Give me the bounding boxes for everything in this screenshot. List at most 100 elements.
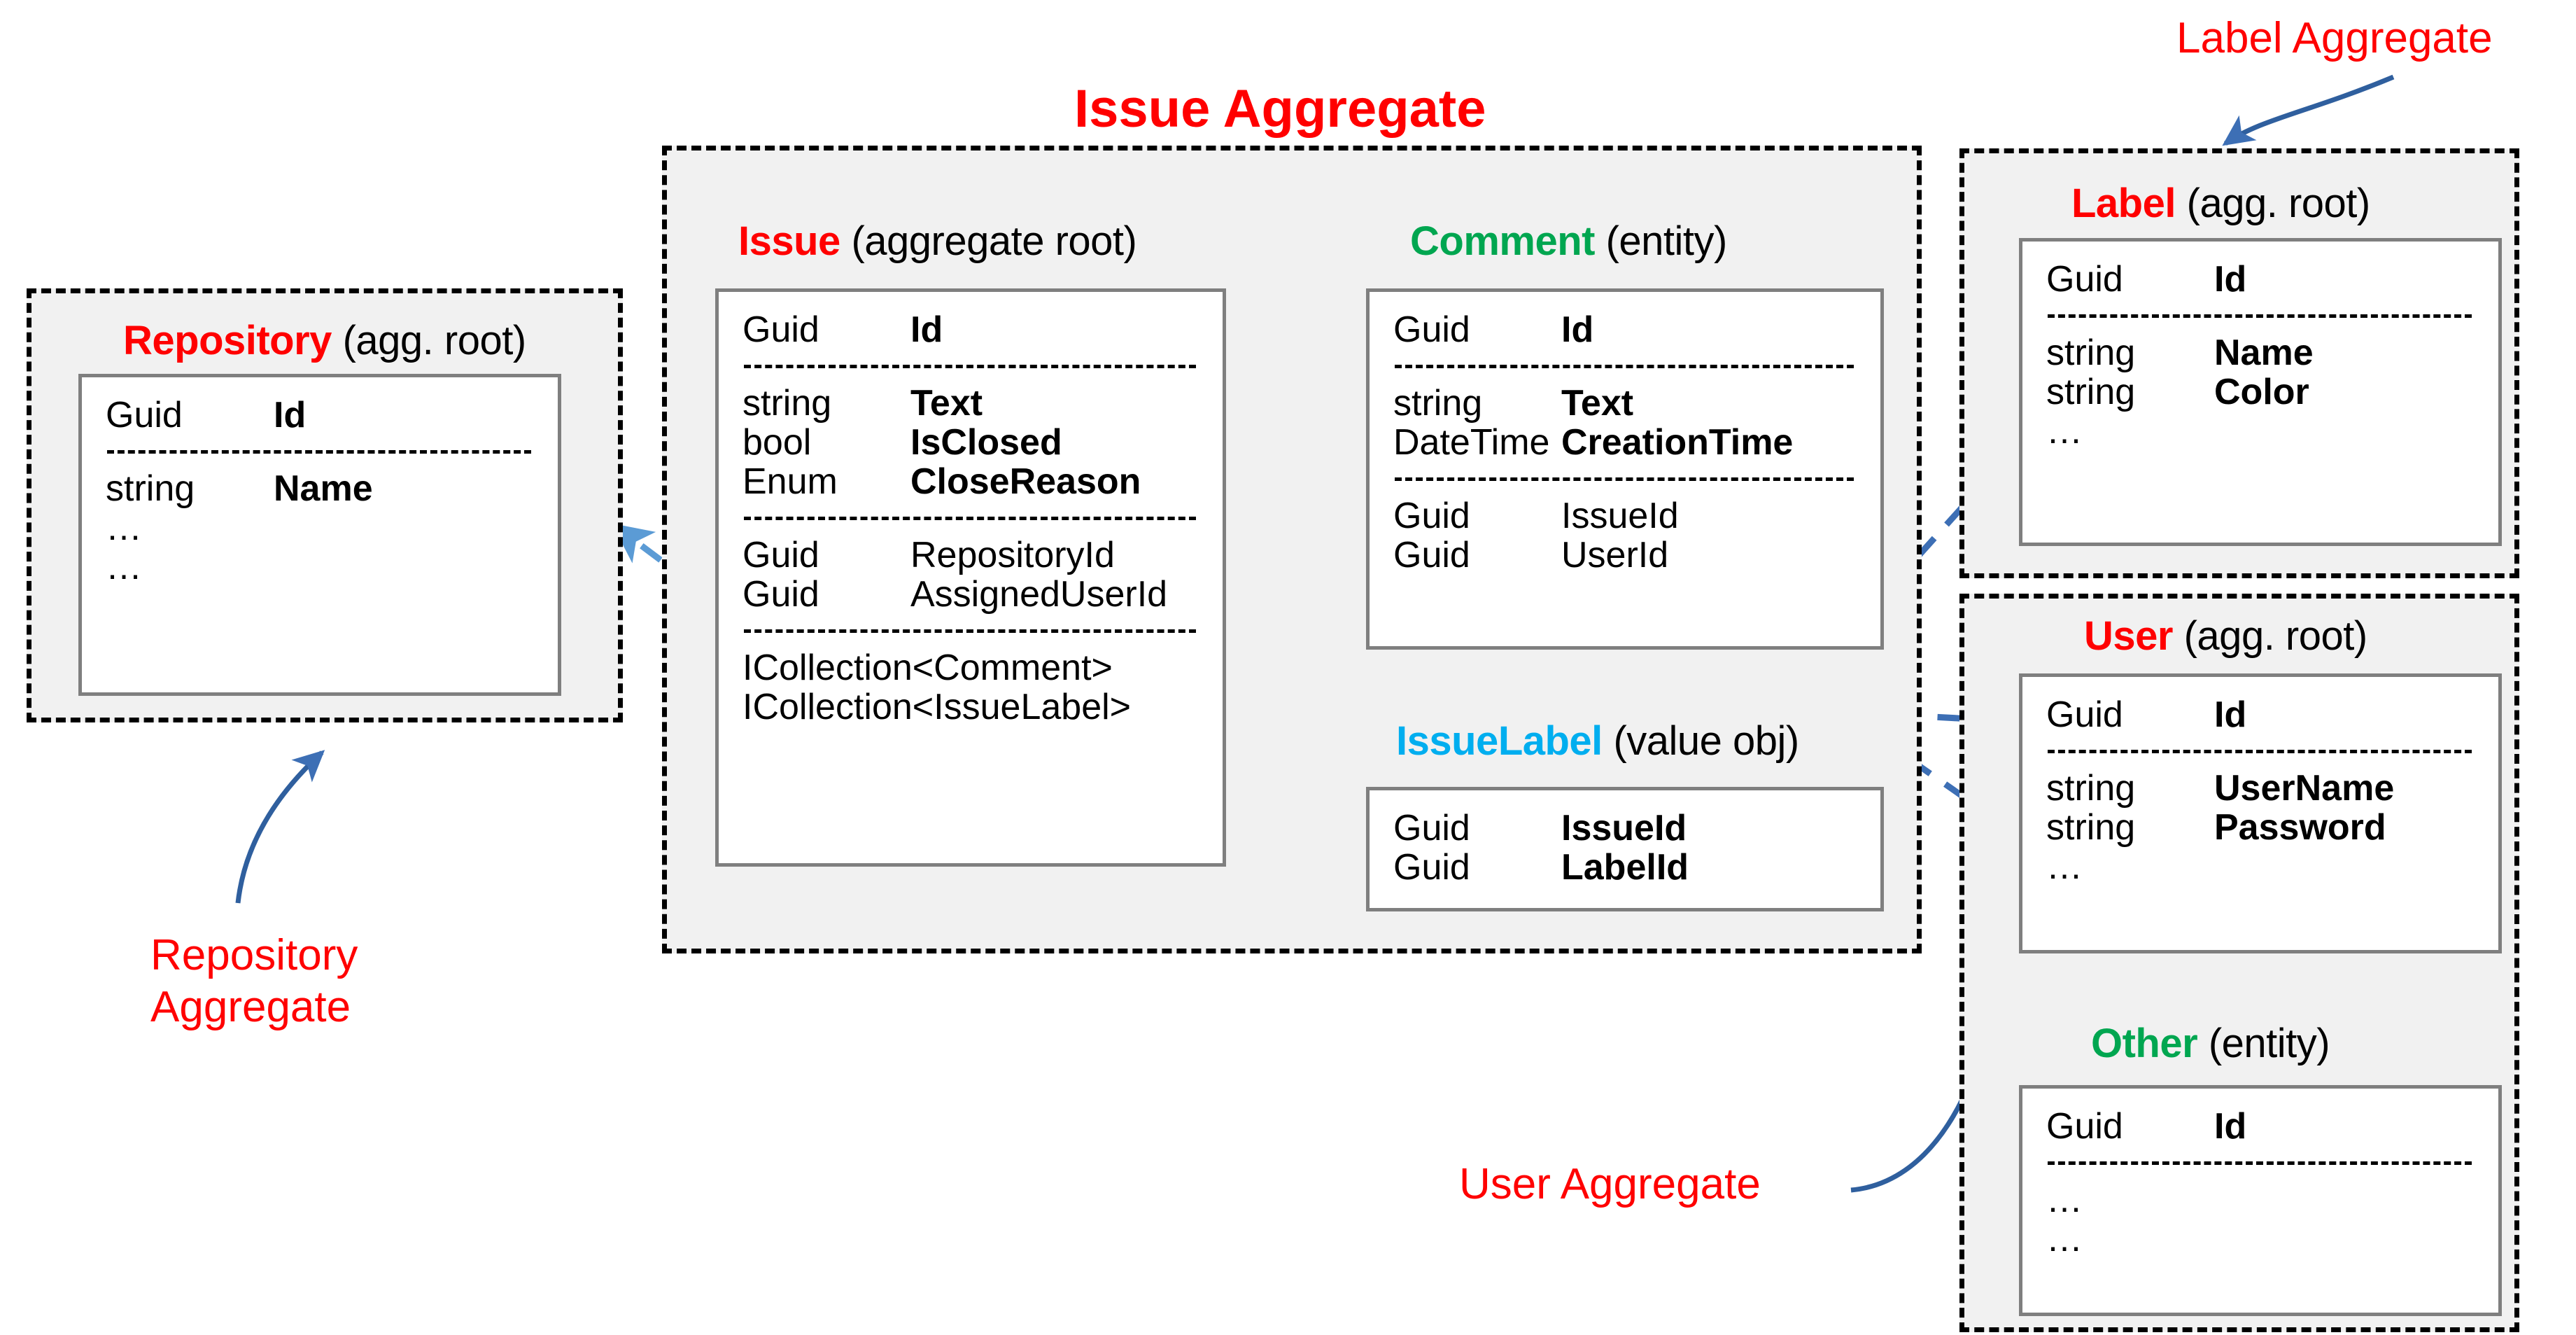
leader-label-aggregate (2222, 74, 2395, 146)
field-type: … (106, 547, 143, 587)
field-row: string Name (106, 469, 534, 508)
field-name: Id (2214, 694, 2247, 735)
field-row: DateTime CreationTime (1393, 423, 1857, 462)
annotation-label-aggregate: Label Aggregate (2176, 14, 2493, 62)
field-type: Guid (1393, 309, 1470, 350)
repository-kind: (agg. root) (342, 318, 527, 363)
user-card-title: User (agg. root) (2084, 616, 2367, 657)
field-row: Guid UserId (1393, 536, 1857, 575)
field-type: string (2046, 807, 2136, 848)
field-name: IssueId (1561, 808, 1687, 848)
issuelabel-card-title: IssueLabel (value obj) (1396, 721, 1799, 762)
field-row: Guid Id (742, 310, 1199, 349)
field-group-separator (107, 450, 531, 454)
field-group-separator (2048, 314, 2472, 318)
field-type: string (2046, 768, 2136, 809)
field-name: Text (1561, 383, 1634, 424)
field-row: Guid Id (1393, 310, 1857, 349)
field-row: ICollection<Comment> (742, 648, 1199, 687)
field-name: Id (1561, 309, 1594, 350)
field-name: Name (274, 468, 373, 509)
field-name: Color (2214, 372, 2309, 412)
issuelabel-name: IssueLabel (1396, 718, 1603, 764)
field-name: CreationTime (1561, 422, 1794, 463)
repository-name: Repository (123, 318, 332, 363)
user-kind: (agg. root) (2183, 613, 2368, 659)
other-name: Other (2091, 1021, 2198, 1066)
field-type: Guid (2046, 259, 2123, 300)
field-type: … (2046, 846, 2084, 887)
field-type: Enum (742, 461, 838, 502)
other-card-title: Other (entity) (2091, 1023, 2330, 1064)
other-card[interactable]: Guid Id …… (2019, 1085, 2502, 1316)
field-group-separator (1395, 365, 1854, 368)
comment-name: Comment (1410, 218, 1595, 264)
field-row: string Text (1393, 384, 1857, 423)
field-name: Id (910, 309, 943, 350)
field-type: bool (742, 422, 812, 463)
field-type: Guid (742, 309, 819, 350)
field-row: Guid Id (2046, 1107, 2475, 1146)
comment-card-title: Comment (entity) (1410, 221, 1727, 262)
field-type: string (106, 468, 195, 509)
field-row: … (2046, 1219, 2475, 1259)
field-name: UserId (1561, 535, 1669, 575)
field-type: string (1393, 383, 1483, 424)
field-name: Id (274, 395, 307, 435)
field-type: Guid (1393, 847, 1470, 888)
label-name: Label (2071, 181, 2176, 226)
field-name: UserName (2214, 768, 2395, 809)
field-type: Guid (742, 535, 819, 575)
field-row: … (2046, 1180, 2475, 1219)
other-kind: (entity) (2208, 1021, 2330, 1066)
field-type: Guid (2046, 1106, 2123, 1147)
field-type: string (742, 383, 832, 424)
issue-name: Issue (738, 218, 840, 264)
field-type: … (2046, 1180, 2084, 1220)
field-name: Password (2214, 807, 2386, 848)
field-row: ICollection<IssueLabel> (742, 687, 1199, 727)
field-row: … (2046, 847, 2475, 886)
label-card-title: Label (agg. root) (2071, 183, 2370, 224)
field-type: Guid (2046, 694, 2123, 735)
issuelabel-kind: (value obj) (1613, 718, 1799, 764)
field-row: … (106, 508, 534, 547)
field-group-separator (744, 517, 1196, 520)
field-row: Guid Id (2046, 695, 2475, 734)
field-type: Guid (1393, 535, 1470, 575)
field-type: Guid (1393, 496, 1470, 536)
field-name: AssignedUserId (910, 574, 1168, 615)
annotation-user-aggregate: User Aggregate (1459, 1160, 1761, 1208)
field-type: … (2046, 411, 2084, 452)
field-type: ICollection<Comment> (742, 648, 1113, 688)
page-title: Issue Aggregate (1074, 79, 1486, 139)
field-name: Text (910, 383, 983, 424)
issue-kind: (aggregate root) (851, 218, 1137, 264)
user-name: User (2084, 613, 2173, 659)
field-row: … (106, 547, 534, 587)
field-name: Name (2214, 333, 2314, 373)
field-name: Id (2214, 1106, 2247, 1147)
field-type: DateTime (1393, 422, 1550, 463)
field-row: string UserName (2046, 769, 2475, 808)
field-group-separator (2048, 750, 2472, 753)
